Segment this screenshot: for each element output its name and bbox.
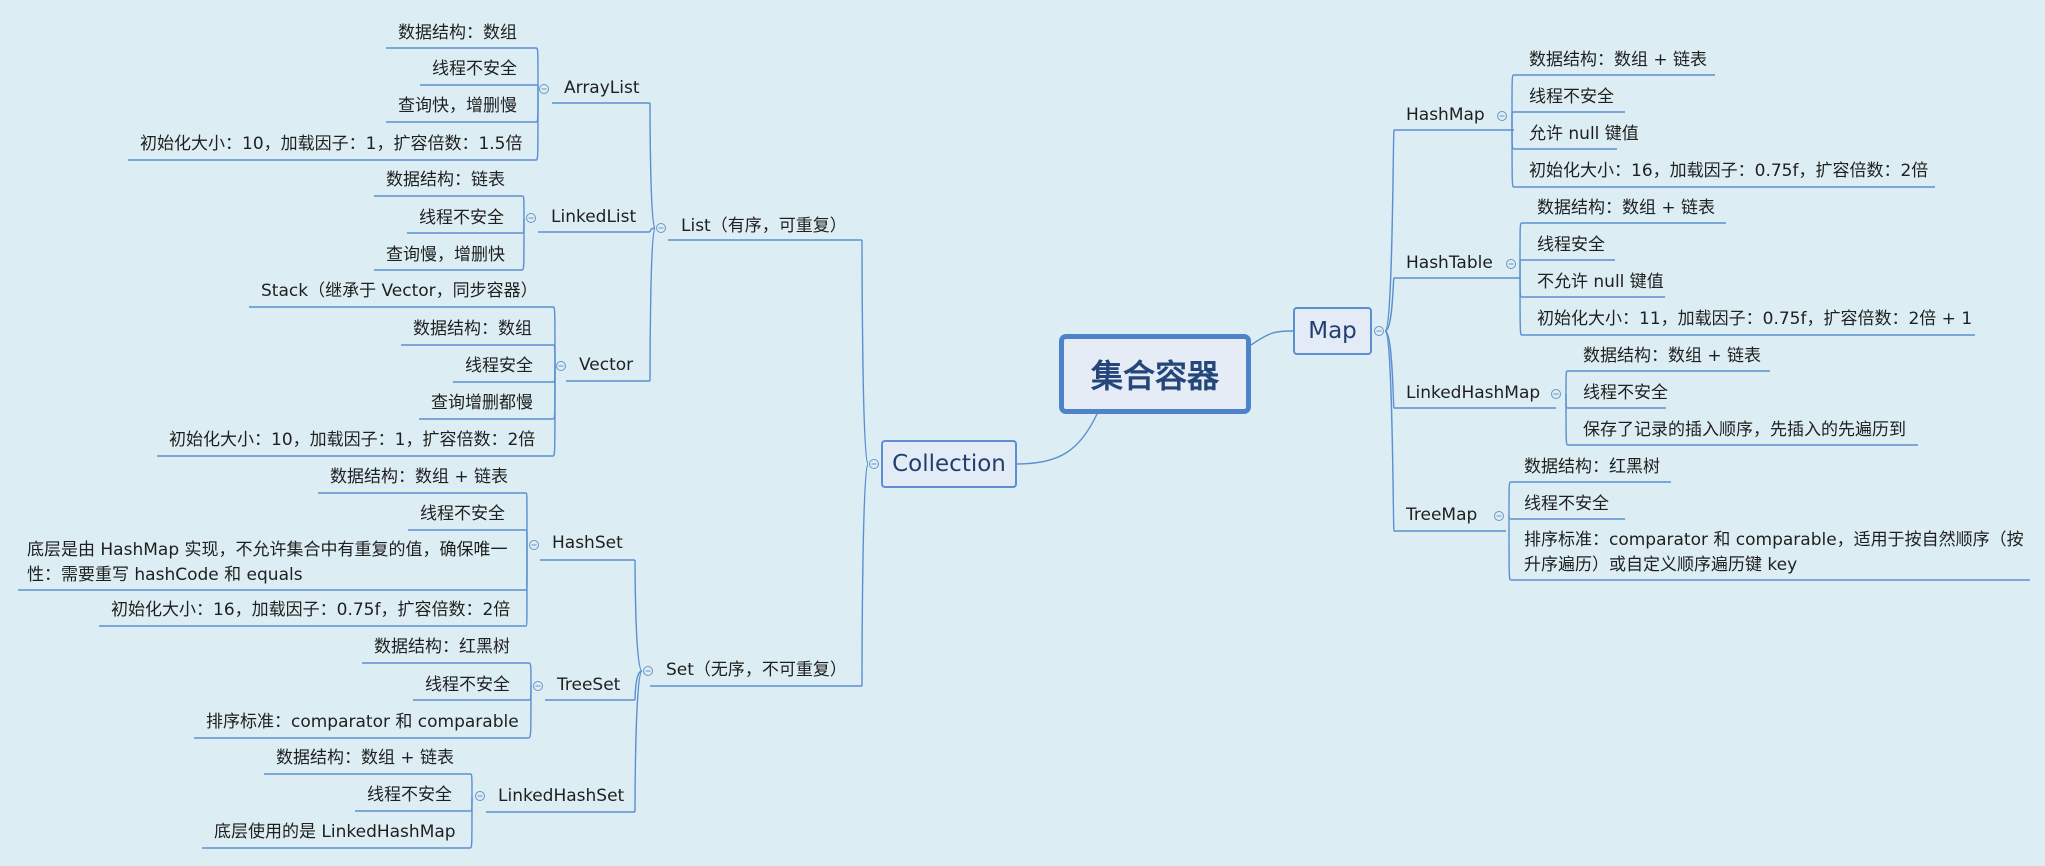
connector — [1519, 259, 1523, 265]
treemap-item: 排序标准：comparator 和 comparable，适用于按自然顺序（按升… — [1524, 530, 2024, 575]
linkedlist-node[interactable]: LinkedList — [551, 207, 637, 227]
connector — [1519, 263, 1523, 336]
connector — [1519, 222, 1523, 265]
connector — [1511, 111, 1515, 117]
treeset-node[interactable]: TreeSet — [557, 675, 621, 695]
vector-item: Stack（继承于 Vector，同步容器） — [261, 281, 538, 301]
hashtable-item: 初始化大小：11，加载因子：0.75f，扩容倍数：2倍 + 1 — [1537, 309, 1973, 329]
connector — [525, 544, 528, 627]
hashset-node[interactable]: HashSet — [552, 533, 623, 553]
connector — [634, 559, 643, 672]
connector — [535, 47, 539, 90]
hashmap-item: 初始化大小：16，加载因子：0.75f，扩容倍数：2倍 — [1529, 161, 1929, 181]
connector — [1384, 277, 1395, 332]
hashset-item: 底层是由 HashMap 实现，不允许集合中有重复的值，确保唯一性：需要重写 h… — [27, 540, 508, 585]
treemap-item: 数据结构：红黑树 — [1524, 457, 1660, 477]
hashtable-item: 数据结构：数组 + 链表 — [1537, 198, 1716, 218]
hashtable-item: 不允许 null 键值 — [1537, 272, 1664, 292]
connector — [552, 365, 556, 457]
linkedhashmap-item: 保存了记录的插入顺序，先插入的先遍历到 — [1583, 420, 1906, 440]
treeset-item: 排序标准：comparator 和 comparable — [206, 712, 519, 732]
connector — [1508, 481, 1512, 517]
arraylist-item: 初始化大小：10，加载因子：1，扩容倍数：1.5倍 — [140, 134, 523, 154]
arraylist-item: 查询快，增删慢 — [398, 96, 517, 116]
connector — [649, 102, 656, 229]
vector-item: 线程安全 — [465, 356, 533, 376]
hashtable-node[interactable]: HashTable — [1406, 253, 1493, 273]
connector — [527, 685, 532, 739]
connector — [649, 227, 656, 233]
connector — [634, 670, 643, 813]
set-branch[interactable]: Set（无序，不可重复） — [666, 660, 847, 680]
vector-item: 初始化大小：10，加载因子：1，扩容倍数：2倍 — [169, 430, 536, 450]
connector — [649, 227, 656, 382]
root-collection-link — [1016, 413, 1098, 465]
collection-list-link — [861, 239, 869, 465]
connector — [1384, 129, 1395, 332]
connector — [469, 773, 473, 797]
treeset-item: 数据结构：红黑树 — [374, 637, 510, 657]
treeset-item: 线程不安全 — [425, 675, 510, 695]
connector — [527, 662, 532, 687]
linkedhashset-item: 数据结构：数组 + 链表 — [276, 748, 455, 768]
arraylist-item: 数据结构：数组 — [398, 23, 517, 43]
connector — [1511, 115, 1515, 188]
hashmap-item: 数据结构：数组 + 链表 — [1529, 50, 1708, 70]
connector — [634, 670, 643, 701]
connector — [1508, 515, 1512, 581]
connector — [525, 529, 528, 546]
linkedhashset-item: 底层使用的是 LinkedHashMap — [214, 822, 456, 842]
map-node[interactable]: Map — [1293, 307, 1372, 355]
connector — [1511, 74, 1515, 117]
hashset-item: 线程不安全 — [420, 504, 505, 524]
connector — [1384, 330, 1395, 409]
arraylist-node[interactable]: ArrayList — [564, 78, 640, 98]
root-node[interactable]: 集合容器 — [1059, 334, 1251, 414]
treemap-item: 线程不安全 — [1524, 494, 1609, 514]
hashset-item: 初始化大小：16，加载因子：0.75f，扩容倍数：2倍 — [111, 600, 511, 620]
linkedlist-item: 查询慢，增删快 — [386, 245, 505, 265]
linkedhashmap-node[interactable]: LinkedHashMap — [1406, 383, 1541, 403]
hashmap-node[interactable]: HashMap — [1406, 105, 1485, 125]
connector — [1565, 393, 1569, 446]
linkedlist-item: 数据结构：链表 — [386, 170, 505, 190]
connector — [1565, 370, 1569, 395]
vector-node[interactable]: Vector — [579, 355, 634, 375]
arraylist-item: 线程不安全 — [432, 59, 517, 79]
connector — [1384, 330, 1395, 532]
connector — [535, 84, 539, 90]
collection-node[interactable]: Collection — [881, 440, 1017, 488]
linkedlist-item: 线程不安全 — [419, 208, 504, 228]
connector — [552, 344, 556, 367]
collection-set-link — [861, 463, 869, 687]
connector — [535, 88, 539, 161]
hashset-item: 数据结构：数组 + 链表 — [330, 467, 509, 487]
linkedhashmap-item: 数据结构：数组 + 链表 — [1583, 346, 1762, 366]
linkedhashmap-item: 线程不安全 — [1583, 383, 1668, 403]
hashmap-item: 允许 null 键值 — [1529, 124, 1639, 144]
connector — [521, 195, 525, 219]
treemap-node[interactable]: TreeMap — [1406, 505, 1478, 525]
connector — [521, 217, 525, 271]
linkedhashset-item: 线程不安全 — [367, 785, 452, 805]
hashtable-item: 线程安全 — [1537, 235, 1605, 255]
hashmap-item: 线程不安全 — [1529, 87, 1614, 107]
vector-item: 数据结构：数组 — [413, 319, 532, 339]
connector — [469, 795, 473, 849]
linkedhashset-node[interactable]: LinkedHashSet — [498, 786, 625, 806]
list-branch[interactable]: List（有序，可重复） — [681, 216, 847, 236]
vector-item: 查询增删都慢 — [431, 393, 533, 413]
root-map-link — [1250, 330, 1294, 346]
